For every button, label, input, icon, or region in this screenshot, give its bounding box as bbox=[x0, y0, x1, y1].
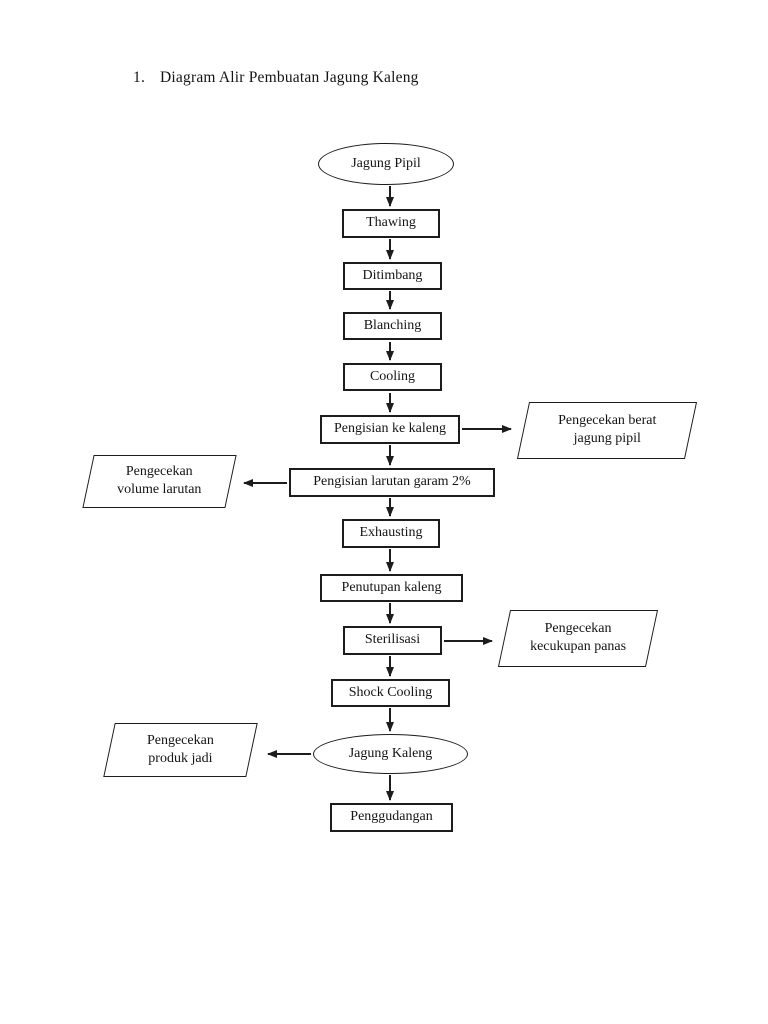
process-penggudangan: Penggudangan bbox=[330, 803, 453, 832]
process-penutupan-kaleng-label: Penutupan kaleng bbox=[341, 579, 442, 595]
process-ditimbang: Ditimbang bbox=[343, 262, 442, 290]
io-pengecekan-produk: Pengecekan produk jadi bbox=[103, 723, 258, 777]
io-pengecekan-panas: Pengecekan kecukupan panas bbox=[497, 610, 659, 667]
process-sterilisasi-label: Sterilisasi bbox=[364, 632, 421, 648]
io-pengecekan-berat: Pengecekan berat jagung pipil bbox=[516, 402, 698, 459]
title-number: 1. bbox=[133, 69, 146, 86]
io-pengecekan-volume-label: Pengecekan volume larutan bbox=[117, 464, 202, 498]
process-blanching-label: Blanching bbox=[363, 317, 422, 333]
process-thawing-label: Thawing bbox=[366, 215, 416, 231]
process-cooling: Cooling bbox=[343, 363, 442, 391]
process-penutupan-kaleng: Penutupan kaleng bbox=[320, 574, 463, 602]
process-sterilisasi: Sterilisasi bbox=[343, 626, 442, 655]
process-shock-cooling-label: Shock Cooling bbox=[348, 684, 433, 700]
process-shock-cooling: Shock Cooling bbox=[331, 679, 450, 707]
io-pengecekan-volume: Pengecekan volume larutan bbox=[82, 455, 237, 508]
process-ditimbang-label: Ditimbang bbox=[362, 267, 423, 283]
io-pengecekan-berat-label: Pengecekan berat jagung pipil bbox=[557, 413, 657, 447]
process-pengisian-ke-kaleng: Pengisian ke kaleng bbox=[320, 415, 460, 444]
process-exhausting-label: Exhausting bbox=[359, 525, 423, 541]
page-title: 1. Diagram Alir Pembuatan Jagung Kaleng bbox=[133, 69, 419, 87]
process-penggudangan-label: Penggudangan bbox=[350, 809, 433, 825]
terminator-jagung-pipil-label: Jagung Pipil bbox=[351, 155, 421, 171]
process-pengisian-ke-kaleng-label: Pengisian ke kaleng bbox=[334, 421, 446, 437]
terminator-jagung-kaleng: Jagung Kaleng bbox=[313, 734, 468, 774]
io-pengecekan-panas-label: Pengecekan kecukupan panas bbox=[529, 621, 627, 655]
process-exhausting: Exhausting bbox=[342, 519, 440, 548]
terminator-jagung-kaleng-label: Jagung Kaleng bbox=[348, 745, 433, 761]
process-pengisian-larutan-garam-label: Pengisian larutan garam 2% bbox=[313, 474, 471, 490]
title-text: Diagram Alir Pembuatan Jagung Kaleng bbox=[160, 69, 419, 86]
process-thawing: Thawing bbox=[342, 209, 440, 238]
io-pengecekan-produk-label: Pengecekan produk jadi bbox=[147, 732, 214, 766]
process-blanching: Blanching bbox=[343, 312, 442, 340]
process-pengisian-larutan-garam: Pengisian larutan garam 2% bbox=[289, 468, 495, 497]
terminator-jagung-pipil: Jagung Pipil bbox=[318, 143, 454, 185]
process-cooling-label: Cooling bbox=[369, 368, 416, 384]
